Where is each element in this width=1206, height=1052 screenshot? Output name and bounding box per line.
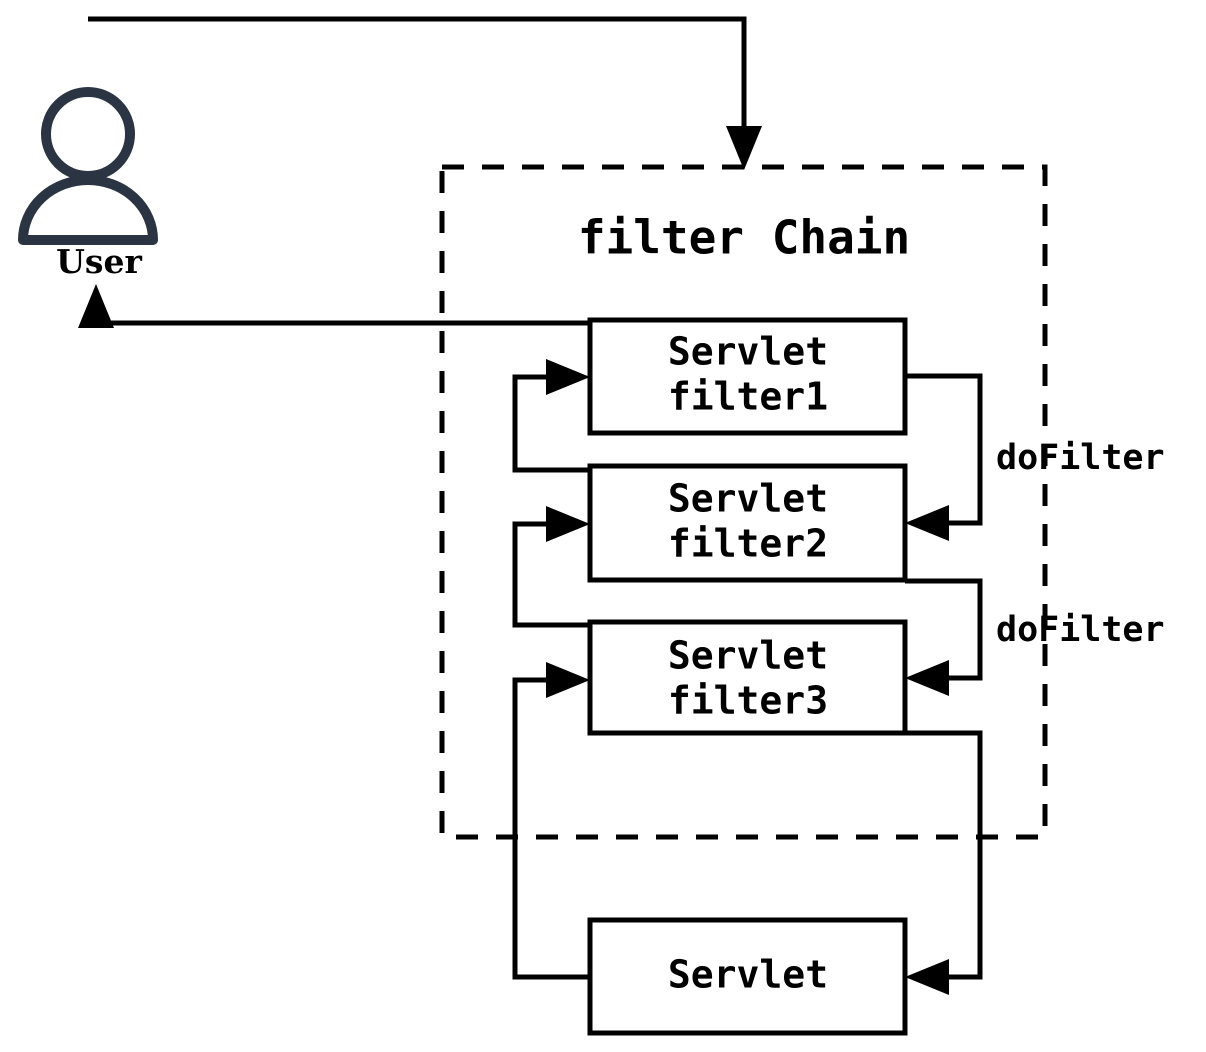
edge-label-dofilter-2: doFilter xyxy=(996,610,1165,650)
user-label: User xyxy=(56,242,142,281)
arrowhead-servlet-right-icon xyxy=(905,959,949,995)
return-line-filter2-to-filter1 xyxy=(512,374,590,473)
node-box-filter1[interactable] xyxy=(587,317,908,436)
arrowhead-into-chain-icon xyxy=(726,126,762,170)
node-box-servlet[interactable] xyxy=(587,917,908,1036)
dofilter-line-filter2-to-filter3 xyxy=(905,578,983,681)
node-box-filter3[interactable] xyxy=(587,619,908,736)
arrowhead-filter1-left-icon xyxy=(546,359,590,395)
user-head-icon xyxy=(41,87,135,181)
node-label-filter2-line2: filter2 xyxy=(668,522,828,566)
node-label-filter3-line1: Servlet xyxy=(668,634,828,678)
node-box-filter2[interactable] xyxy=(587,463,908,583)
node-label-filter1-line1: Servlet xyxy=(668,330,828,374)
return-line-filter3-to-filter2 xyxy=(512,521,590,628)
edge-label-dofilter-1: doFilter xyxy=(996,438,1165,478)
node-label-servlet: Servlet xyxy=(668,953,828,997)
arrowhead-filter2-right-icon xyxy=(905,505,949,541)
node-label-filter3-line2: filter3 xyxy=(668,679,828,723)
return-line-servlet-to-filter3 xyxy=(512,677,590,980)
arrowhead-filter3-left-icon xyxy=(546,662,590,698)
arrowhead-filter3-right-icon xyxy=(905,660,949,696)
user-person-icon xyxy=(18,87,158,245)
line-filter3-to-servlet xyxy=(905,730,983,980)
node-label-filter2-line1: Servlet xyxy=(668,477,828,521)
request-line-user-to-chain xyxy=(88,16,747,152)
dofilter-line-filter1-to-filter2 xyxy=(905,373,983,526)
response-line-chain-to-user xyxy=(93,302,590,326)
node-label-filter1-line2: filter1 xyxy=(668,375,828,419)
arrowhead-filter2-left-icon xyxy=(546,506,590,542)
filter-chain-title: filter Chain xyxy=(578,211,910,265)
user-body-icon xyxy=(18,175,158,245)
arrowhead-into-user-icon xyxy=(78,284,114,328)
